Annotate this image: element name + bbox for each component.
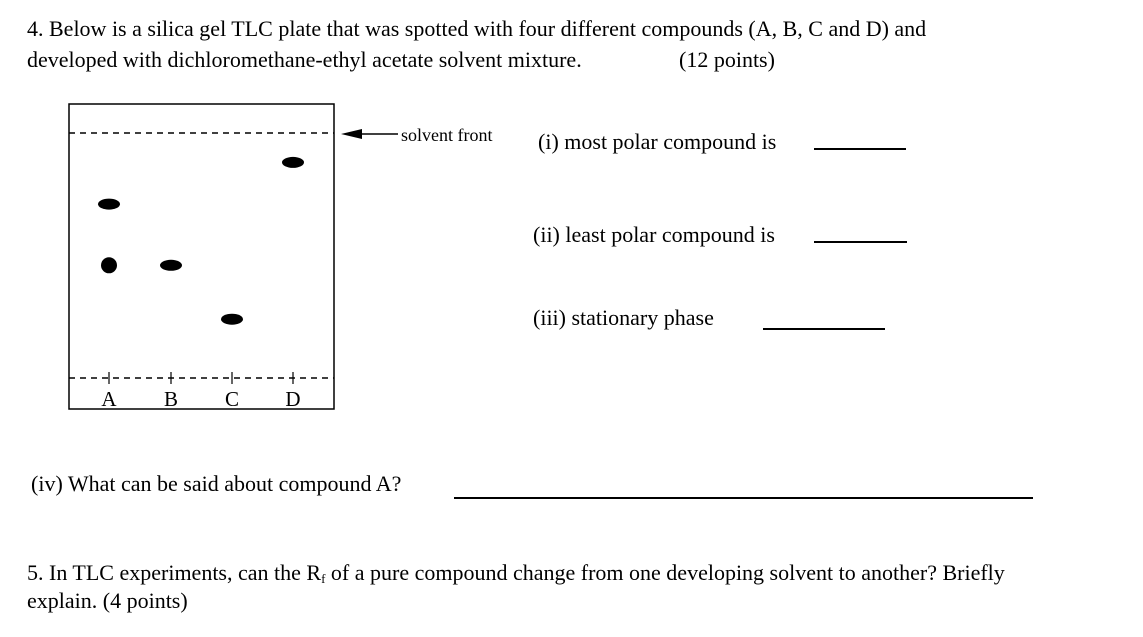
answer-blank-ii[interactable] [814,241,907,243]
lane-label-b: B [164,387,178,411]
q5-line1-start: 5. In TLC experiments, can the R [27,560,322,585]
q4-line2: developed with dichloromethane-ethyl ace… [27,47,582,72]
tlc-plate-border [68,103,335,410]
q5-rf-subscript: f [321,571,326,586]
spot-c-3 [221,313,243,325]
answer-blank-iv[interactable] [454,497,1033,499]
subquestion-i: (i) most polar compound is [538,129,777,154]
q5-line2: explain. (4 points) [27,588,188,613]
lane-label-c: C [225,387,239,411]
subquestion-iii: (iii) stationary phase [533,305,714,330]
q5-line1: 5. In TLC experiments, can the Rf of a p… [27,557,1005,594]
answer-blank-iii[interactable] [763,328,885,330]
lane-label-a: A [101,387,117,411]
spot-d-4 [282,156,304,168]
spot-b-2 [160,259,182,271]
lane-label-d: D [285,387,300,411]
q4-points: (12 points) [679,47,775,72]
spot-a-0 [98,198,120,210]
subquestion-ii: (ii) least polar compound is [533,222,775,247]
spots-group [98,156,304,325]
q5-line1-end: of a pure compound change from one devel… [325,560,1005,585]
q4-line1: 4. Below is a silica gel TLC plate that … [27,16,927,41]
solvent-front-label: solvent front [401,125,493,145]
lanes-group: A B C D [101,372,301,411]
answer-blank-i[interactable] [814,148,906,150]
subquestion-iv: (iv) What can be said about compound A? [31,471,402,496]
tlc-plate-figure: solvent front A B C D [68,103,493,411]
solvent-front-arrowhead [341,129,362,139]
spot-a-1 [101,257,117,274]
